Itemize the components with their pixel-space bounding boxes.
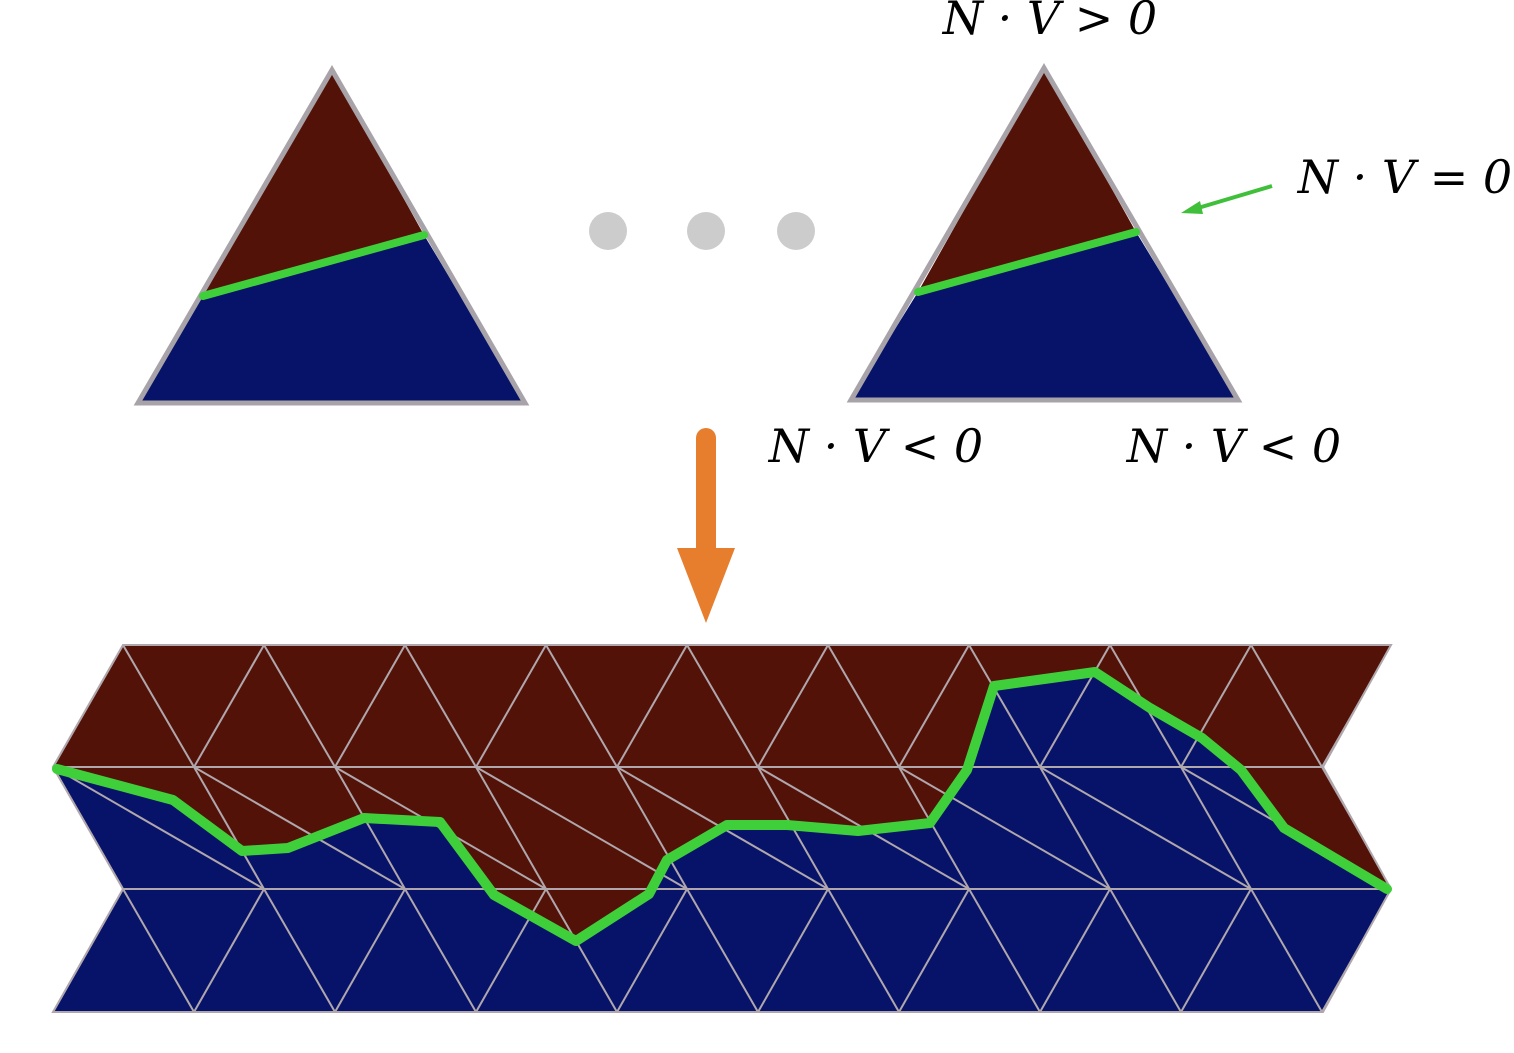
mesh-edge — [404, 645, 477, 768]
mesh-edge — [193, 645, 265, 768]
mesh-edge — [193, 766, 406, 890]
mesh-edge — [898, 766, 1111, 890]
mesh-edge — [53, 888, 54, 1012]
mesh-edge — [757, 645, 829, 768]
mesh-edge — [53, 766, 265, 890]
mesh-edge — [616, 645, 688, 768]
mesh-edge — [122, 645, 195, 768]
ellipsis-dot — [777, 212, 815, 250]
left-triangle-front-region — [203, 70, 424, 296]
mesh-edge — [968, 888, 1041, 1012]
mesh-edge — [475, 888, 547, 1012]
mesh-edge — [1180, 645, 1252, 768]
mesh-edge — [898, 888, 970, 1012]
mesh-edge — [193, 888, 265, 1012]
mesh-edge — [545, 645, 618, 768]
right-triangle-silhouette-line — [914, 228, 1140, 296]
mesh-edge — [263, 888, 336, 1012]
mesh-edge — [1250, 888, 1323, 1012]
mesh-edge — [827, 645, 900, 768]
mesh-edge — [193, 766, 265, 890]
silhouette-pointer-arrow — [1181, 184, 1273, 214]
mesh-edge — [263, 645, 336, 768]
right-triangle-front-region — [918, 68, 1136, 292]
label-top-vertex: N · V > 0 — [942, 0, 1157, 45]
mesh-edge — [475, 766, 547, 890]
mesh-edge — [1039, 645, 1111, 768]
mesh-edge — [827, 888, 900, 1012]
pointer-arrow-shaft — [1197, 184, 1273, 210]
mesh-edge — [404, 888, 477, 1012]
mesh-silhouette-curve — [52, 667, 1392, 946]
mesh-edge — [686, 645, 759, 768]
mesh-edge — [686, 888, 759, 1012]
right-triangle-back-region — [851, 232, 1238, 400]
mesh-edge — [334, 766, 406, 890]
right-triangle-outline — [846, 63, 1243, 403]
ellipsis-dot — [687, 212, 725, 250]
mesh-edge — [898, 766, 970, 890]
label-bottom-right: N · V < 0 — [1126, 419, 1341, 473]
mesh-edge — [1463, 767, 1514, 889]
left-triangle-outline — [133, 65, 530, 406]
triangle-mesh — [51, 644, 1514, 1013]
mesh-outline — [51, 644, 1393, 1013]
mesh-edge — [334, 888, 406, 1012]
mesh-edge — [1250, 645, 1323, 768]
mesh-edge — [898, 645, 970, 768]
mesh-edge — [475, 766, 688, 890]
down-arrow-head — [677, 548, 735, 623]
mesh-edge — [1180, 766, 1252, 890]
mesh-edge — [334, 645, 406, 768]
mesh-edge — [53, 645, 54, 768]
mesh-edge — [968, 645, 1041, 768]
mesh-edge — [616, 888, 688, 1012]
mesh-edge — [1392, 889, 1463, 1012]
mesh-edge — [1392, 645, 1463, 767]
mesh-edge — [1463, 645, 1514, 767]
mesh-edge — [616, 766, 688, 890]
left-triangle-silhouette-line — [199, 231, 428, 300]
mesh-edge — [1109, 888, 1182, 1012]
ellipsis — [589, 212, 815, 250]
label-silhouette: N · V = 0 — [1297, 150, 1512, 204]
mesh-edge — [1180, 888, 1252, 1012]
right-triangle — [846, 63, 1243, 403]
mesh-edges — [53, 645, 1514, 1012]
mesh-edge — [545, 888, 618, 1012]
mesh-edge — [1039, 766, 1111, 890]
mesh-edge — [1039, 766, 1252, 890]
mesh-edge — [475, 645, 547, 768]
mesh-edge — [122, 888, 195, 1012]
mesh-edge — [1463, 889, 1514, 1012]
mesh-edge — [757, 888, 829, 1012]
ellipsis-dot — [589, 212, 627, 250]
mesh-front-region — [53, 645, 1391, 941]
left-triangle — [133, 65, 530, 406]
label-bottom-left: N · V < 0 — [768, 419, 983, 473]
pointer-arrow-head — [1181, 201, 1203, 214]
down-arrow — [677, 428, 735, 623]
left-triangle-back-region — [138, 235, 525, 403]
mesh-edge — [1039, 888, 1111, 1012]
mesh-edge — [1463, 767, 1514, 889]
